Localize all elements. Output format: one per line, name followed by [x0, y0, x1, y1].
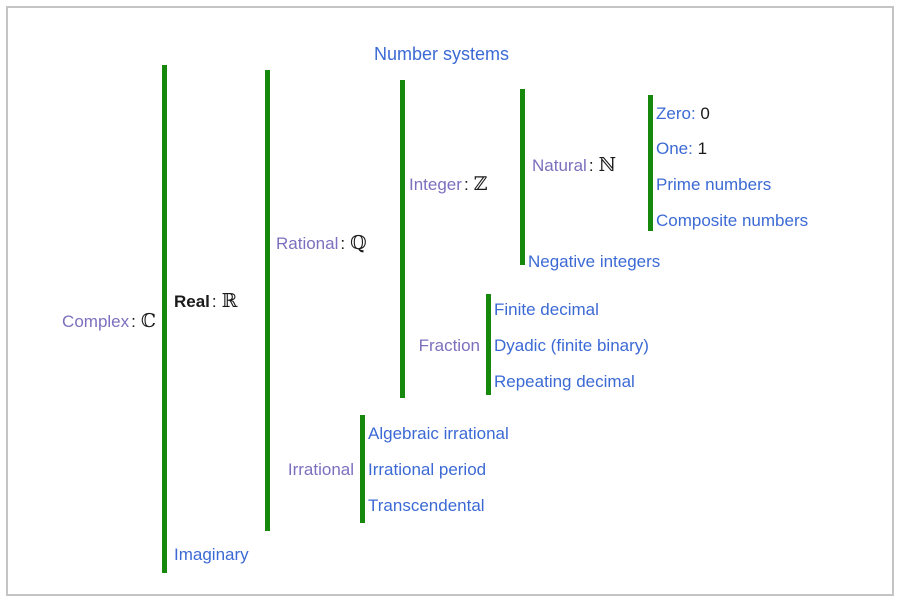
- node-fraction: Fraction: [418, 336, 480, 355]
- node-rational: Rational:ℚ: [276, 233, 367, 254]
- node-repeating-decimal: Repeating decimal: [494, 372, 635, 391]
- bracket-bar-complex: [162, 65, 167, 573]
- node-natural-colon: :: [588, 156, 594, 175]
- node-real-label: Real: [174, 292, 210, 311]
- node-prime-numbers: Prime numbers: [656, 175, 772, 194]
- node-complex-symbol: ℂ: [140, 310, 156, 332]
- node-zero-value: 0: [700, 104, 710, 123]
- node-integer-label: Integer: [409, 175, 462, 194]
- node-integer-symbol: ℤ: [473, 173, 488, 195]
- node-complex: Complex:ℂ: [8, 311, 156, 332]
- node-natural: Natural:ℕ: [532, 155, 616, 176]
- bracket-bar-fraction: [486, 294, 491, 395]
- node-real-colon: :: [211, 292, 217, 311]
- node-irrational-period: Irrational period: [368, 460, 487, 479]
- node-natural-label: Natural: [532, 156, 587, 175]
- node-complex-colon: :: [131, 312, 136, 331]
- node-transcendental: Transcendental: [368, 496, 485, 515]
- diagram-frame: Number systems Complex:ℂ Real:ℝ Imaginar…: [6, 6, 894, 596]
- node-zero: Zero: 0: [656, 104, 710, 124]
- bracket-bar-irrational: [360, 415, 365, 523]
- node-real: Real:ℝ: [174, 291, 237, 312]
- node-negative-integers: Negative integers: [528, 252, 661, 271]
- node-irrational: Irrational: [287, 460, 354, 479]
- bracket-bar-rational: [400, 80, 405, 398]
- node-integer: Integer:ℤ: [409, 174, 488, 195]
- node-algebraic-irrational: Algebraic irrational: [368, 424, 509, 443]
- node-rational-colon: :: [340, 234, 346, 253]
- node-one-value: 1: [697, 139, 708, 158]
- node-zero-label: Zero:: [656, 104, 696, 123]
- bracket-bar-natural: [648, 95, 653, 231]
- bracket-bar-real: [265, 70, 270, 531]
- node-imaginary: Imaginary: [174, 545, 249, 564]
- diagram-title: Number systems: [374, 44, 510, 64]
- node-finite-decimal: Finite decimal: [494, 300, 599, 319]
- bracket-bar-integer: [520, 89, 525, 265]
- node-rational-symbol: ℚ: [350, 232, 367, 254]
- node-composite-numbers: Composite numbers: [656, 211, 809, 230]
- node-real-symbol: ℝ: [221, 290, 238, 312]
- node-one: One: 1: [656, 139, 707, 159]
- node-complex-label: Complex: [62, 312, 130, 331]
- node-one-label: One:: [656, 139, 693, 158]
- node-integer-colon: :: [463, 175, 469, 194]
- node-natural-symbol: ℕ: [598, 154, 616, 176]
- node-dyadic: Dyadic (finite binary): [494, 336, 649, 355]
- node-rational-label: Rational: [276, 234, 339, 253]
